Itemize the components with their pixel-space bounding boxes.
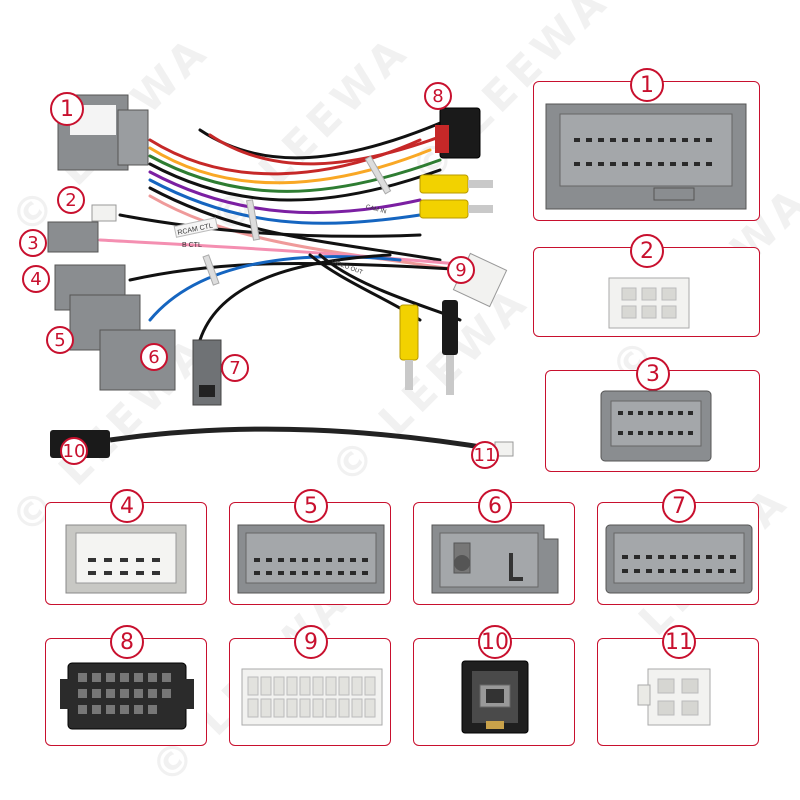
connector-panel-6: 6 [413,489,575,605]
connector-panel-11: 11 [597,625,759,746]
panel-label-4: 4 [110,489,144,523]
harness-label-8: 8 [424,82,452,110]
usb-female-port [461,660,529,734]
white-connector-6pin [608,277,690,329]
gray-connector-24pin [545,103,747,210]
connector-panel-2: 2 [533,234,760,337]
harness-label-5: 5 [46,326,74,354]
panel-label-6: 6 [478,489,512,523]
wiring-harness-illustration: RCAM CTL B CTL CAM IN VIDEO OUT [47,94,514,458]
harness-label-10: 10 [60,437,88,465]
connector-panel-4: 4 [45,489,207,605]
panel-label-10: 10 [478,625,512,659]
white-connector-20pin [241,668,383,726]
harness-label-11: 11 [471,441,499,469]
harness-label-6: 6 [140,343,168,371]
connector-panel-9: 9 [229,625,391,746]
panel-label-8: 8 [110,625,144,659]
connector-panel-3: 3 [545,357,760,472]
connector-panel-1: 1 [533,68,760,221]
panel-label-2: 2 [630,234,664,268]
harness-tag-bctl: B CTL [182,242,202,249]
harness-label-9: 9 [447,256,475,284]
gray-connector-20pin-b [605,524,753,594]
black-connector-20pin [60,662,194,730]
connector-panel-7: 7 [597,489,759,605]
connector-panel-5: 5 [229,489,391,605]
connector-panel-10: 10 [413,625,575,746]
harness-label-3: 3 [19,229,47,257]
panel-label-1: 1 [630,68,664,102]
panel-label-9: 9 [294,625,328,659]
harness-label-1: 1 [50,92,84,126]
harness-tag-cam: CAM IN [365,204,387,215]
white-connector-4pin [637,668,711,726]
harness-label-7: 7 [221,354,249,382]
white-connector-10pin [65,524,187,594]
harness-label-4: 4 [22,265,50,293]
panel-label-7: 7 [662,489,696,523]
gray-connector-16pin [600,390,712,462]
panel-label-5: 5 [294,489,328,523]
panel-label-11: 11 [662,625,696,659]
harness-label-2: 2 [57,186,85,214]
connector-panel-8: 8 [45,625,207,746]
gray-connector-20pin [237,524,385,594]
gray-connector-antenna [431,524,559,594]
panel-label-3: 3 [636,357,670,391]
